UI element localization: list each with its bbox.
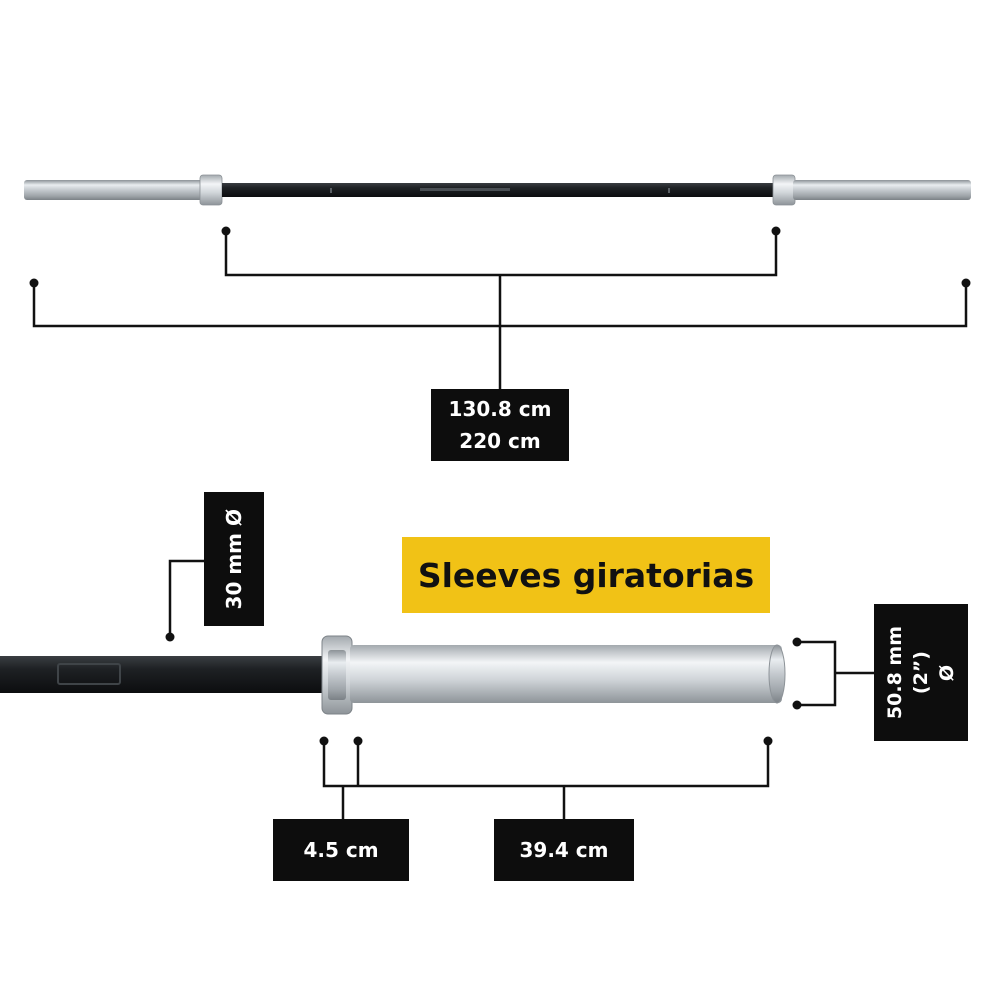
shaft-diameter-label: 30 mm Ø bbox=[204, 492, 264, 626]
detail-sleeve bbox=[350, 645, 782, 703]
sleeve-length-label: 39.4 cm bbox=[494, 819, 634, 881]
left-sleeve bbox=[24, 180, 204, 200]
sleeve-diameter-inch: (2”) bbox=[910, 650, 932, 695]
sleeve-detail bbox=[0, 635, 786, 715]
grip-length-text: 130.8 cm bbox=[448, 397, 552, 421]
left-collar bbox=[199, 174, 223, 206]
detail-collar-ring bbox=[328, 650, 346, 700]
right-sleeve bbox=[793, 180, 971, 200]
sleeve-diameter-mm: 50.8 mm bbox=[884, 625, 906, 720]
sleeve-diameter-label: 50.8 mm (2”) Ø bbox=[874, 604, 968, 741]
full-barbell bbox=[24, 174, 971, 206]
sleeves-title: Sleeves giratorias bbox=[402, 537, 770, 613]
knurl-mark-left bbox=[330, 188, 332, 193]
knurl-mark-right bbox=[668, 188, 670, 193]
top-dimension-lines bbox=[32, 231, 968, 389]
collar-length-label: 4.5 cm bbox=[273, 819, 409, 881]
right-collar bbox=[772, 174, 796, 206]
detail-dimension-dots bbox=[165, 632, 802, 746]
overall-length-text: 220 cm bbox=[459, 429, 541, 453]
collar-length-text: 4.5 cm bbox=[303, 838, 379, 862]
sleeve-length-text: 39.4 cm bbox=[519, 838, 609, 862]
center-knurl bbox=[420, 188, 510, 191]
top-dimension-dots bbox=[29, 226, 971, 288]
detail-knurl-mark bbox=[57, 663, 121, 685]
detail-sleeve-end bbox=[768, 644, 786, 704]
total-dimensions-label: 130.8 cm 220 cm bbox=[431, 389, 569, 461]
diameter-symbol: Ø bbox=[936, 664, 958, 681]
detail-dimension-lines bbox=[168, 559, 874, 819]
detail-shaft bbox=[0, 656, 330, 693]
shaft-diameter-text: 30 mm Ø bbox=[222, 508, 246, 610]
